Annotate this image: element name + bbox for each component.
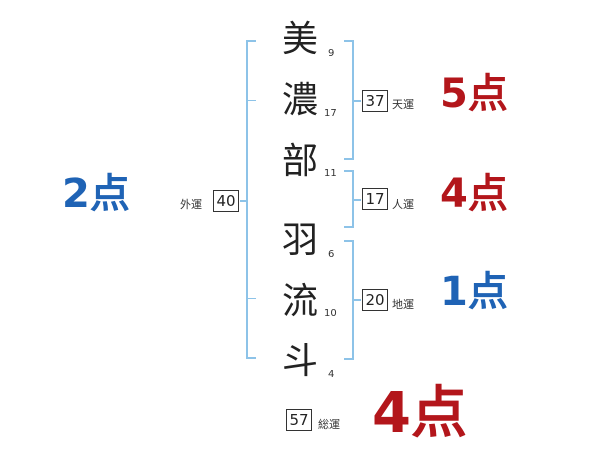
chiun-value-box: 20 [362, 289, 388, 311]
jinun-score: 4点 [440, 171, 508, 217]
name-char-1: 美 [281, 19, 318, 60]
souun-score: 4点 [372, 381, 467, 446]
stroke-count-4: 6 [328, 249, 335, 260]
tenun-score: 5点 [440, 71, 508, 117]
tenun-value-box: 37 [362, 90, 388, 112]
stroke-count-6: 4 [328, 369, 335, 380]
name-char-4: 羽 [281, 220, 318, 261]
stroke-count-3: 11 [324, 168, 337, 179]
chiun-label: 地運 [392, 298, 414, 311]
stroke-count-5: 10 [324, 308, 337, 319]
name-char-2: 濃 [281, 80, 318, 121]
stroke-count-2: 17 [324, 108, 337, 119]
jinun-label: 人運 [392, 198, 414, 211]
gaiun-label: 外運 [180, 198, 202, 211]
name-char-3: 部 [281, 141, 318, 182]
gaiun-score: 2点 [62, 171, 130, 217]
gaiun-value-box: 40 [213, 190, 239, 212]
tenun-label: 天運 [392, 98, 414, 111]
jinun-value-box: 17 [362, 188, 388, 210]
name-char-5: 流 [281, 281, 318, 322]
souun-value-box: 57 [286, 409, 312, 431]
souun-label: 総運 [318, 418, 340, 431]
stroke-count-1: 9 [328, 48, 335, 59]
name-char-6: 斗 [281, 341, 318, 382]
chiun-score: 1点 [440, 269, 508, 315]
